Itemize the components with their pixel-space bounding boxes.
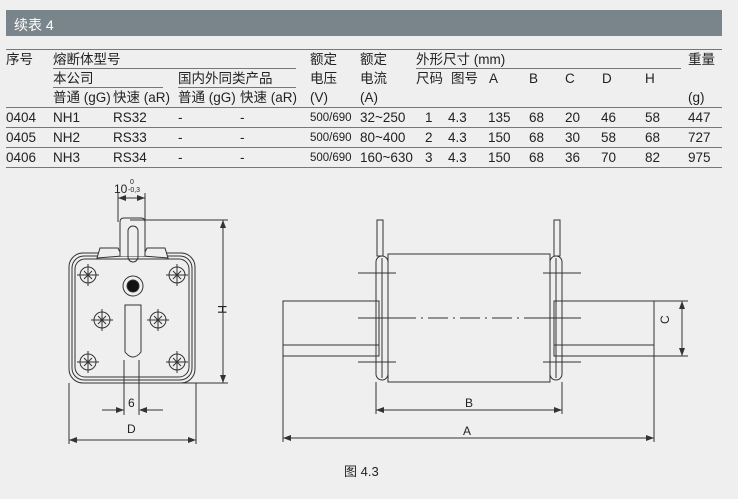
cell-fig: 4.3 (448, 150, 467, 165)
cell-gg: NH3 (53, 150, 81, 165)
header-voltage-unit: (V) (310, 90, 328, 105)
cell-size: 3 (425, 150, 433, 165)
header-fuse-model: 熔断体型号 (53, 52, 121, 67)
screw-icon (77, 264, 99, 286)
cell-ar2: - (240, 110, 245, 125)
tol-upper-label: 0 (130, 179, 134, 186)
cell-size: 2 (425, 130, 433, 145)
cell-B: 68 (529, 110, 545, 125)
cell-ar: RS33 (113, 130, 147, 145)
header-weight: 重量 (688, 52, 715, 67)
header-D: D (602, 71, 612, 86)
header-current-2: 电流 (360, 71, 387, 86)
cell-A: 135 (488, 110, 511, 125)
header-A: A (489, 71, 499, 86)
header-dimensions: 外形尺寸 (mm) (416, 52, 506, 67)
screw-icon (147, 309, 169, 331)
cell-A: 150 (488, 150, 511, 165)
header-current-1: 额定 (360, 52, 387, 67)
cell-B: 68 (529, 150, 545, 165)
cell-B: 68 (529, 130, 545, 145)
dim-6-label: 6 (128, 396, 135, 410)
header-weight-unit: (g) (688, 90, 705, 105)
cell-ar: RS34 (113, 150, 147, 165)
table-title-bar: 续表 4 (6, 10, 722, 36)
cell-a: 160~630 (360, 150, 413, 165)
cell-no: 0404 (6, 110, 37, 125)
cell-D: 70 (601, 150, 617, 165)
dim-A-label: A (463, 424, 471, 438)
screw-icon (166, 351, 188, 373)
header-fast-ar2: 快速 (aR) (240, 90, 297, 105)
header-voltage-1: 额定 (310, 52, 337, 67)
header-H: H (645, 71, 655, 86)
header-C: C (565, 71, 575, 86)
screw-icon (166, 264, 188, 286)
cell-D: 58 (601, 130, 617, 145)
cell-gg2: - (178, 130, 183, 145)
cell-H: 68 (645, 130, 661, 145)
cell-v: 500/690 (310, 112, 352, 124)
header-normal-gg2: 普通 (gG) (178, 90, 236, 105)
cell-v: 500/690 (310, 152, 352, 164)
header-figure: 图号 (451, 71, 478, 86)
header-own-company: 本公司 (53, 71, 94, 86)
tol-lower-label: -0,3 (128, 187, 140, 194)
header-domestic-foreign: 国内外同类产品 (178, 71, 273, 86)
cell-fig: 4.3 (448, 110, 467, 125)
header-B: B (529, 71, 539, 86)
dim-H-label: H (215, 305, 229, 314)
cell-ar: RS32 (113, 110, 147, 125)
dim-C-label: C (658, 315, 672, 324)
cell-D: 46 (601, 110, 617, 125)
cell-gg2: - (178, 110, 183, 125)
dim-B-label: B (465, 396, 473, 410)
cell-A: 150 (488, 130, 511, 145)
header-voltage-2: 电压 (310, 71, 337, 86)
cell-no: 0406 (6, 150, 37, 165)
cell-H: 58 (645, 110, 661, 125)
header-current-unit: (A) (360, 90, 378, 105)
figure-caption: 图 4.3 (344, 464, 379, 479)
cell-a: 80~400 (360, 130, 406, 145)
dim-D-label: D (127, 422, 136, 436)
header-no: 序号 (6, 52, 33, 67)
cell-w: 975 (688, 150, 711, 165)
cell-ar2: - (240, 130, 245, 145)
cell-w: 447 (688, 110, 711, 125)
header-fast-ar: 快速 (aR) (113, 90, 170, 105)
header-normal-gg: 普通 (gG) (53, 90, 111, 105)
cell-ar2: - (240, 150, 245, 165)
cell-size: 1 (425, 110, 433, 125)
cell-C: 30 (565, 130, 581, 145)
cell-gg: NH1 (53, 110, 81, 125)
header-size: 尺码 (416, 71, 443, 86)
dim-10-label: 10 (114, 182, 128, 196)
cell-a: 32~250 (360, 110, 406, 125)
cell-H: 82 (645, 150, 661, 165)
cell-no: 0405 (6, 130, 37, 145)
end-view (68, 193, 228, 444)
cell-C: 36 (565, 150, 581, 165)
cell-v: 500/690 (310, 132, 352, 144)
screw-icon (77, 351, 99, 373)
cell-w: 727 (688, 130, 711, 145)
table-title: 续表 4 (14, 17, 54, 33)
dimension-arrows (69, 195, 685, 443)
screw-icon (91, 309, 113, 331)
cell-gg: NH2 (53, 130, 81, 145)
side-view (282, 219, 688, 442)
cell-gg2: - (178, 150, 183, 165)
cell-C: 20 (565, 110, 581, 125)
cell-fig: 4.3 (448, 130, 467, 145)
